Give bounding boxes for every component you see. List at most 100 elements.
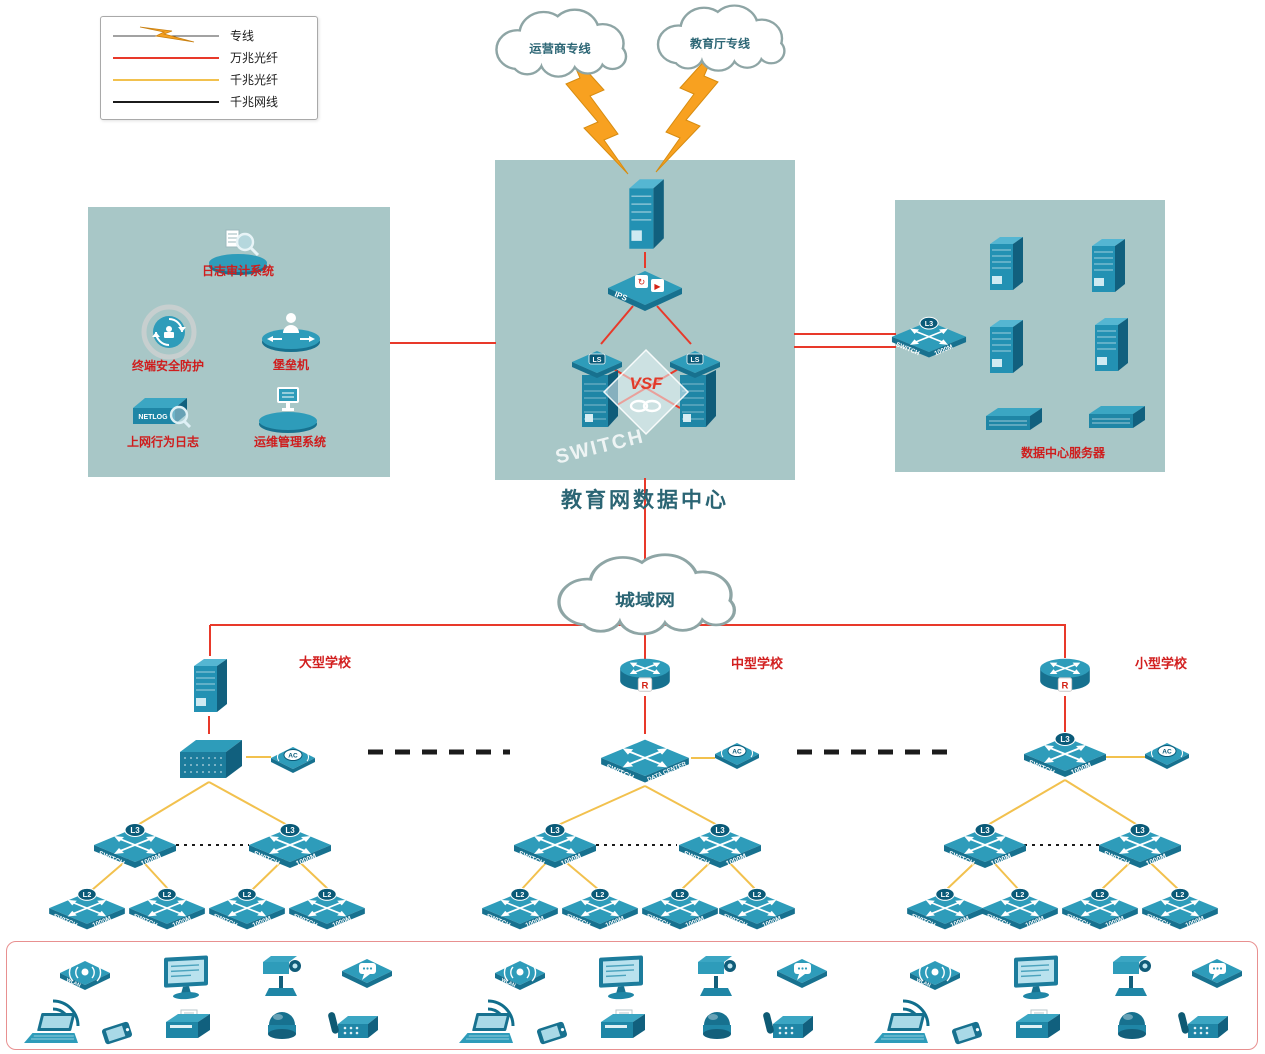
datacenter-server[interactable] bbox=[983, 230, 1027, 294]
large-school-label: 大型学校 bbox=[298, 655, 351, 670]
wireless-ap-icon[interactable]: WLAN bbox=[58, 957, 112, 993]
dome-camera-icon[interactable] bbox=[1109, 1005, 1155, 1045]
datacenter-server[interactable] bbox=[1088, 311, 1132, 375]
ip-camera-icon[interactable] bbox=[1103, 950, 1161, 998]
chat-device-icon[interactable] bbox=[775, 955, 829, 989]
l2-switch[interactable]: L2 SWITCH 1000M bbox=[560, 886, 640, 934]
l2-switch[interactable]: L2 SWITCH 1000M bbox=[47, 886, 127, 934]
smartphone-icon[interactable] bbox=[94, 1017, 140, 1049]
storage-array[interactable] bbox=[982, 404, 1046, 434]
svg-text:L3: L3 bbox=[925, 319, 933, 328]
dome-camera-icon[interactable] bbox=[694, 1005, 740, 1045]
svg-text:AC: AC bbox=[732, 749, 742, 756]
l2-switch[interactable]: L2 SWITCH 1000M bbox=[717, 886, 797, 934]
bastion-host-label: 堡垒机 bbox=[272, 358, 309, 372]
man-cloud[interactable]: 城域网 bbox=[534, 548, 756, 638]
l2-switch[interactable]: L2 SWITCH 1000M bbox=[207, 886, 287, 934]
fax-phone-icon[interactable] bbox=[1178, 1008, 1236, 1046]
desktop-pc-icon[interactable] bbox=[159, 952, 215, 1002]
security-systems-panel bbox=[88, 207, 390, 477]
black-line-sample-icon bbox=[113, 101, 219, 103]
printer-icon[interactable] bbox=[1008, 1008, 1066, 1046]
carrier-cloud[interactable]: 运营商专线 bbox=[478, 4, 642, 80]
bastion-host-icon[interactable] bbox=[259, 306, 323, 354]
ip-camera-icon[interactable] bbox=[688, 950, 746, 998]
laptop-icon[interactable] bbox=[458, 1011, 516, 1047]
svg-text:L2: L2 bbox=[1096, 890, 1105, 899]
smartphone-icon[interactable] bbox=[529, 1017, 575, 1049]
link-line bbox=[600, 305, 634, 345]
l3-switch[interactable]: L3 SWITCH 1000M bbox=[677, 821, 763, 873]
l2-switch[interactable]: L2 SWITCH 1000M bbox=[980, 886, 1060, 934]
legend: 专线 万兆光纤 千兆光纤 千兆网线 bbox=[100, 16, 318, 120]
svg-text:L3: L3 bbox=[715, 826, 725, 835]
ip-camera-icon[interactable] bbox=[253, 950, 311, 998]
svg-text:L2: L2 bbox=[596, 890, 605, 899]
l2-switch[interactable]: L2 SWITCH 1000M bbox=[1140, 886, 1220, 934]
wireless-ap-icon[interactable]: WLAN bbox=[908, 957, 962, 993]
svg-text:L3: L3 bbox=[130, 826, 140, 835]
terminal-security-icon[interactable] bbox=[140, 303, 198, 361]
l2-switch[interactable]: L2 SWITCH 1000M bbox=[640, 886, 720, 934]
medium-school-ac[interactable]: AC bbox=[713, 740, 761, 770]
log-audit-label: 日志审计系统 bbox=[201, 264, 274, 278]
medium-school-router[interactable]: R bbox=[614, 654, 676, 696]
l3-switch[interactable]: L3 SWITCH 1000M bbox=[92, 821, 178, 873]
link-line bbox=[135, 781, 210, 827]
l3-switch[interactable]: L3 SWITCH 1000M bbox=[247, 821, 333, 873]
l2-switch[interactable]: L2 SWITCH 1000M bbox=[1060, 886, 1140, 934]
laptop-icon[interactable] bbox=[873, 1011, 931, 1047]
l3-switch[interactable]: L3 SWITCH 1000M bbox=[942, 821, 1028, 873]
printer-icon[interactable] bbox=[593, 1008, 651, 1046]
fax-phone-icon[interactable] bbox=[328, 1008, 386, 1046]
education-cloud[interactable]: 教育厅专线 bbox=[640, 0, 800, 74]
desktop-pc-icon[interactable] bbox=[594, 952, 650, 1002]
datacenter-server[interactable] bbox=[983, 313, 1027, 377]
legend-item-10g-fiber: 万兆光纤 bbox=[110, 46, 308, 68]
svg-text:L2: L2 bbox=[753, 890, 762, 899]
datacenter-server[interactable] bbox=[1085, 232, 1129, 296]
lightning-bolt-icon bbox=[565, 49, 629, 175]
svg-text:L2: L2 bbox=[941, 890, 950, 899]
wireless-ap-icon[interactable]: WLAN bbox=[493, 957, 547, 993]
l2-switch[interactable]: L2 SWITCH 1000M bbox=[287, 886, 367, 934]
core-switch-right[interactable]: LS bbox=[666, 342, 724, 438]
l3-switch[interactable]: L3 SWITCH 1000M bbox=[512, 821, 598, 873]
fax-phone-icon[interactable] bbox=[763, 1008, 821, 1046]
dome-camera-icon[interactable] bbox=[259, 1005, 305, 1045]
ops-mgmt-icon[interactable] bbox=[256, 382, 320, 434]
datacenter-access-switch[interactable]: L3 SWITCH 1000M bbox=[890, 315, 968, 362]
legend-label: 千兆光纤 bbox=[230, 72, 279, 87]
l3-switch[interactable]: L3 SWITCH 1000M bbox=[1097, 821, 1183, 873]
small-school-router[interactable]: R bbox=[1034, 654, 1096, 696]
large-school-ac[interactable]: AC bbox=[269, 744, 317, 774]
large-school-gateway[interactable] bbox=[172, 732, 246, 782]
legend-label: 专线 bbox=[230, 28, 255, 43]
large-school-server[interactable] bbox=[187, 652, 231, 716]
netlog-icon[interactable]: NETLOG bbox=[127, 390, 193, 432]
chat-device-icon[interactable] bbox=[340, 955, 394, 989]
desktop-pc-icon[interactable] bbox=[1009, 952, 1065, 1002]
gateway-server[interactable] bbox=[622, 170, 668, 254]
svg-text:WLAN: WLAN bbox=[65, 977, 82, 989]
ips-device[interactable]: ↻ ▶ IPS bbox=[606, 266, 684, 316]
l2-switch[interactable]: L2 SWITCH 1000M bbox=[127, 886, 207, 934]
svg-text:L2: L2 bbox=[1176, 890, 1185, 899]
chat-device-icon[interactable] bbox=[1190, 955, 1244, 989]
smartphone-icon[interactable] bbox=[944, 1017, 990, 1049]
svg-text:LS: LS bbox=[593, 357, 602, 364]
l2-switch[interactable]: L2 SWITCH 1000M bbox=[480, 886, 560, 934]
laptop-icon[interactable] bbox=[23, 1011, 81, 1047]
svg-text:城域网: 城域网 bbox=[615, 590, 675, 610]
log-audit-icon[interactable] bbox=[206, 222, 270, 276]
printer-icon[interactable] bbox=[158, 1008, 216, 1046]
small-school-ac[interactable]: AC bbox=[1143, 740, 1191, 770]
yellow-line-sample-icon bbox=[113, 79, 219, 81]
svg-text:AC: AC bbox=[288, 753, 298, 760]
medium-school-switch[interactable]: SWITCH DATA CENTER bbox=[599, 732, 691, 788]
svg-text:L2: L2 bbox=[676, 890, 685, 899]
storage-array[interactable] bbox=[1085, 402, 1149, 432]
small-school-switch[interactable]: L3 SWITCH 1000M bbox=[1022, 730, 1108, 782]
l2-switch[interactable]: L2 SWITCH 1000M bbox=[905, 886, 985, 934]
